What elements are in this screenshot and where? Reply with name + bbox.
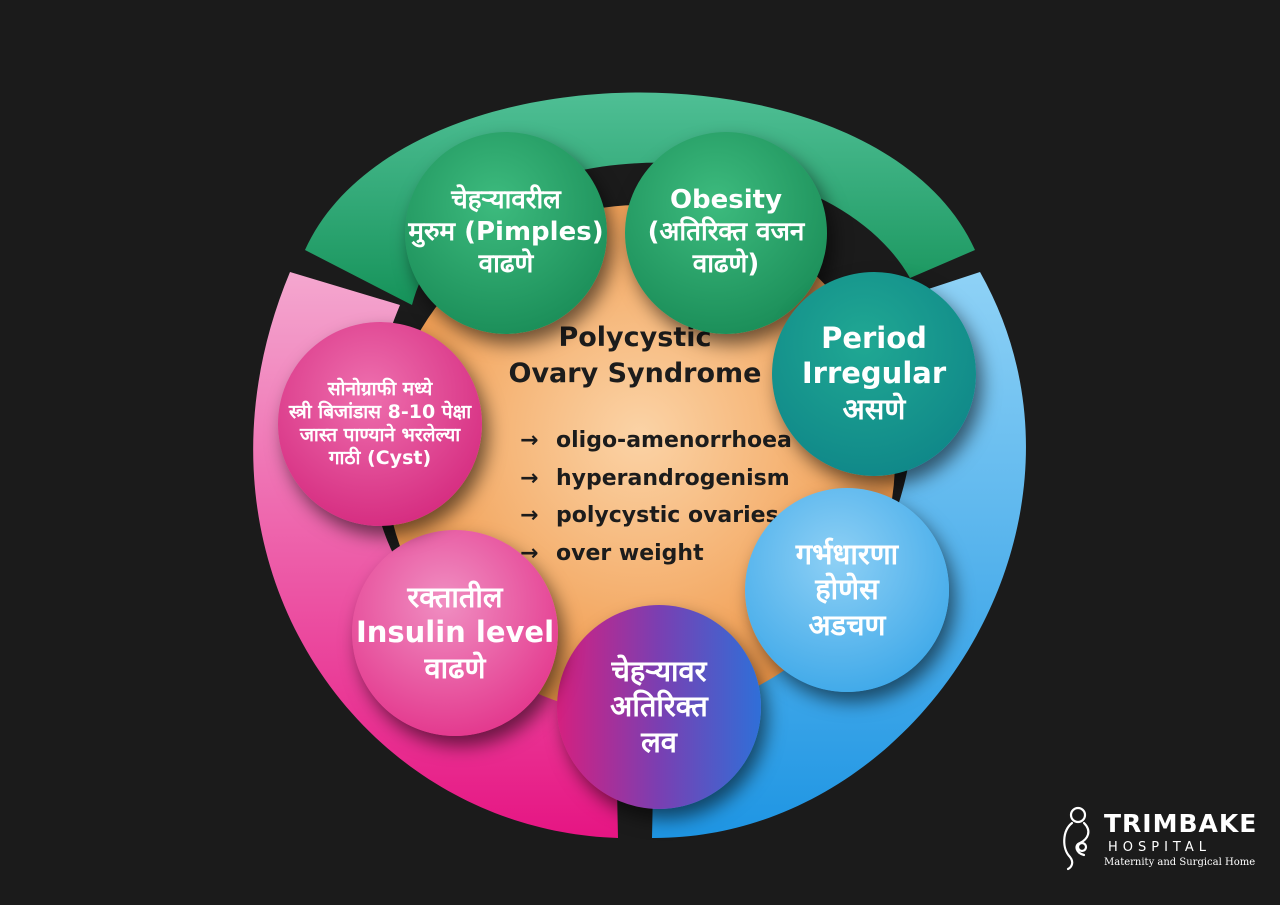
- bubble-cyst: सोनोग्राफी मध्ये स्त्री बिजांडास 8-10 पे…: [278, 322, 482, 526]
- bubble-line: चेहऱ्यावर: [611, 653, 707, 688]
- feature-list: → oligo-amenorrhoea → hyperandrogenism → po…: [520, 422, 792, 572]
- bubble-line: गाठी (Cyst): [328, 447, 432, 470]
- feature-label: hyperandrogenism: [556, 465, 790, 491]
- feature-item: → hyperandrogenism: [520, 460, 792, 498]
- feature-item: → polycystic ovaries: [520, 497, 792, 535]
- arrow-right-icon: →: [520, 465, 539, 491]
- bubble-period: Period Irregular असणे: [772, 272, 976, 476]
- bubble-line: वाढणे: [478, 248, 534, 279]
- feature-label: polycystic ovaries: [556, 503, 779, 529]
- brand-name: TRIMBAKE: [1104, 809, 1258, 838]
- brand-tagline: Maternity and Surgical Home: [1104, 857, 1256, 868]
- title-line-1: Polycystic: [558, 322, 712, 353]
- bubble-line: वाढणे: [424, 650, 486, 685]
- bubble-line: Obesity: [669, 185, 783, 216]
- bubble-line: रक्तातील: [407, 579, 503, 614]
- bubble-line: असणे: [842, 391, 906, 426]
- feature-label: oligo-amenorrhoea: [556, 428, 792, 454]
- bubble-facial-hair: चेहऱ्यावर अतिरिक्त लव: [557, 605, 761, 809]
- bubble-line: Period: [821, 320, 927, 355]
- bubble-line: अतिरिक्त: [610, 689, 708, 724]
- brand-subtitle: HOSPITAL: [1108, 840, 1212, 855]
- bubble-pimples: चेहऱ्यावरील मुरुम (Pimples) वाढणे: [405, 132, 607, 334]
- bubble-line: जास्त पाण्याने भरलेल्या: [299, 424, 461, 446]
- bubble-pregnancy: गर्भधारणा होणेस अडचण: [745, 488, 949, 692]
- bubble-insulin: रक्तातील Insulin level वाढणे: [352, 530, 558, 736]
- bubble-line: Insulin level: [355, 615, 555, 650]
- feature-item: →over weight: [520, 535, 792, 573]
- bubble-line: अडचण: [808, 607, 886, 642]
- bubble-line: स्त्री बिजांडास 8-10 पेक्षा: [288, 400, 472, 423]
- bubble-obesity: Obesity (अतिरिक्त वजन वाढणे): [625, 132, 827, 334]
- feature-label: over weight: [556, 540, 704, 566]
- bubble-line: होणेस: [815, 572, 879, 607]
- bubble-line: लव: [641, 724, 677, 759]
- arrow-right-icon: →: [520, 503, 539, 529]
- bubble-line: (अतिरिक्त वजन: [647, 217, 805, 248]
- center-title: Polycystic Ovary Syndrome: [505, 320, 765, 393]
- mother-child-logo-icon: [1063, 806, 1090, 871]
- arrow-right-icon: →: [520, 428, 539, 454]
- feature-item: → oligo-amenorrhoea: [520, 422, 792, 460]
- bubble-line: Irregular: [801, 356, 947, 391]
- bubble-line: वाढणे): [692, 248, 760, 279]
- brand-logo: TRIMBAKE HOSPITAL Maternity and Surgical…: [1058, 803, 1258, 875]
- title-line-2: Ovary Syndrome: [508, 358, 762, 390]
- bubble-line: मुरुम (Pimples): [408, 217, 604, 248]
- bubble-line: चेहऱ्यावरील: [451, 185, 561, 216]
- bubble-line: गर्भधारणा: [795, 536, 899, 571]
- bubble-line: सोनोग्राफी मध्ये: [327, 377, 433, 400]
